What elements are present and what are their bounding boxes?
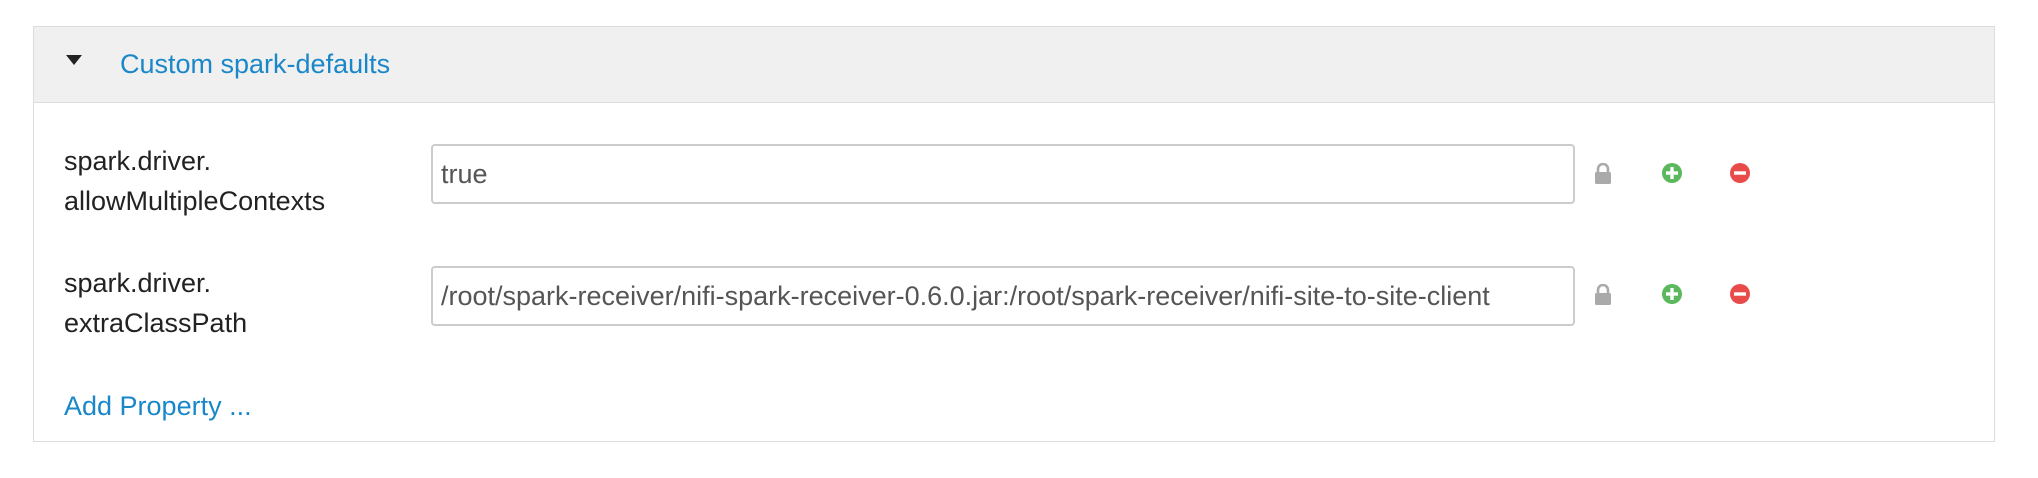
property-label-line2: allowMultipleContexts xyxy=(64,186,326,216)
lock-icon xyxy=(1595,284,1611,305)
minus-circle-icon[interactable] xyxy=(1729,162,1751,184)
property-value-input-allow-multiple-contexts[interactable] xyxy=(431,144,1575,204)
panel-header[interactable]: Custom spark-defaults xyxy=(34,27,1994,103)
property-value-input-extra-class-path[interactable] xyxy=(431,266,1575,326)
panel-title[interactable]: Custom spark-defaults xyxy=(120,49,391,79)
property-label-line1: spark.driver. xyxy=(64,146,212,176)
add-property-link[interactable]: Add Property ... xyxy=(64,391,252,421)
property-label-extra-class-path: spark.driver. extraClassPath xyxy=(64,263,247,343)
caret-down-icon[interactable] xyxy=(66,55,82,65)
custom-spark-defaults-panel: Custom spark-defaults spark.driver. allo… xyxy=(33,26,1995,442)
lock-icon xyxy=(1595,163,1611,184)
property-label-line1: spark.driver. xyxy=(64,268,212,298)
property-label-line2: extraClassPath xyxy=(64,308,248,338)
property-label-allow-multiple-contexts: spark.driver. allowMultipleContexts xyxy=(64,141,325,221)
plus-circle-icon[interactable] xyxy=(1661,162,1683,184)
minus-circle-icon[interactable] xyxy=(1729,283,1751,305)
plus-circle-icon[interactable] xyxy=(1661,283,1683,305)
